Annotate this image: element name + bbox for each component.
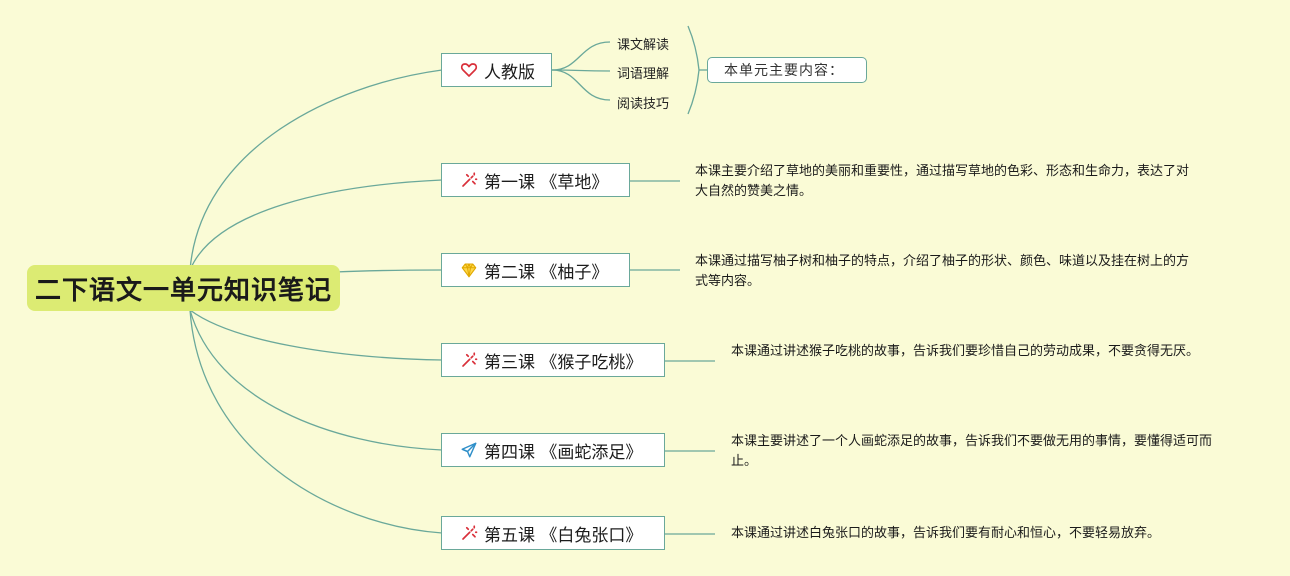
topic-lesson-4-label: 第四课 《画蛇添足》 bbox=[484, 442, 643, 463]
subtopic-reading-skills[interactable]: 阅读技巧 bbox=[617, 97, 670, 112]
topic-lesson-2-label: 第二课 《柚子》 bbox=[484, 262, 609, 283]
subtopic-text-reading[interactable]: 课文解读 bbox=[617, 38, 670, 53]
sparkle-icon bbox=[460, 524, 478, 542]
sparkle-icon bbox=[460, 351, 478, 369]
topic-edition-label: 人教版 bbox=[484, 62, 535, 83]
root-topic[interactable]: 二下语文一单元知识笔记 bbox=[27, 265, 340, 311]
note-lesson-4[interactable]: 本课主要讲述了一个人画蛇添足的故事，告诉我们不要做无用的事情，要懂得适可而止。 bbox=[731, 434, 1213, 469]
topic-lesson-3-label: 第三课 《猴子吃桃》 bbox=[484, 352, 643, 373]
subtopic-vocabulary[interactable]: 词语理解 bbox=[617, 67, 670, 82]
topic-lesson-2[interactable]: 第二课 《柚子》 bbox=[441, 253, 630, 287]
topic-lesson-3[interactable]: 第三课 《猴子吃桃》 bbox=[441, 343, 665, 377]
topic-lesson-5-label: 第五课 《白兔张口》 bbox=[484, 525, 643, 546]
sparkle-icon bbox=[460, 171, 478, 189]
topic-lesson-1[interactable]: 第一课 《草地》 bbox=[441, 163, 630, 197]
diamond-icon bbox=[460, 261, 478, 279]
topic-lesson-4[interactable]: 第四课 《画蛇添足》 bbox=[441, 433, 665, 467]
topic-lesson-5[interactable]: 第五课 《白兔张口》 bbox=[441, 516, 665, 550]
note-lesson-5[interactable]: 本课通过讲述白兔张口的故事，告诉我们要有耐心和恒心，不要轻易放弃。 bbox=[731, 526, 1161, 541]
note-lesson-3[interactable]: 本课通过讲述猴子吃桃的故事，告诉我们要珍惜自己的劳动成果，不要贪得无厌。 bbox=[731, 344, 1200, 359]
topic-lesson-1-label: 第一课 《草地》 bbox=[484, 172, 609, 193]
paper-plane-icon bbox=[460, 441, 478, 459]
note-lesson-1[interactable]: 本课主要介绍了草地的美丽和重要性，通过描写草地的色彩、形态和生命力，表达了对大自… bbox=[695, 164, 1190, 199]
topic-edition[interactable]: 人教版 bbox=[441, 53, 552, 87]
note-lesson-2[interactable]: 本课通过描写柚子树和柚子的特点，介绍了柚子的形状、颜色、味道以及挂在树上的方式等… bbox=[695, 254, 1190, 289]
summary-box[interactable]: 本单元主要内容： bbox=[707, 57, 867, 83]
heart-icon bbox=[460, 61, 478, 79]
